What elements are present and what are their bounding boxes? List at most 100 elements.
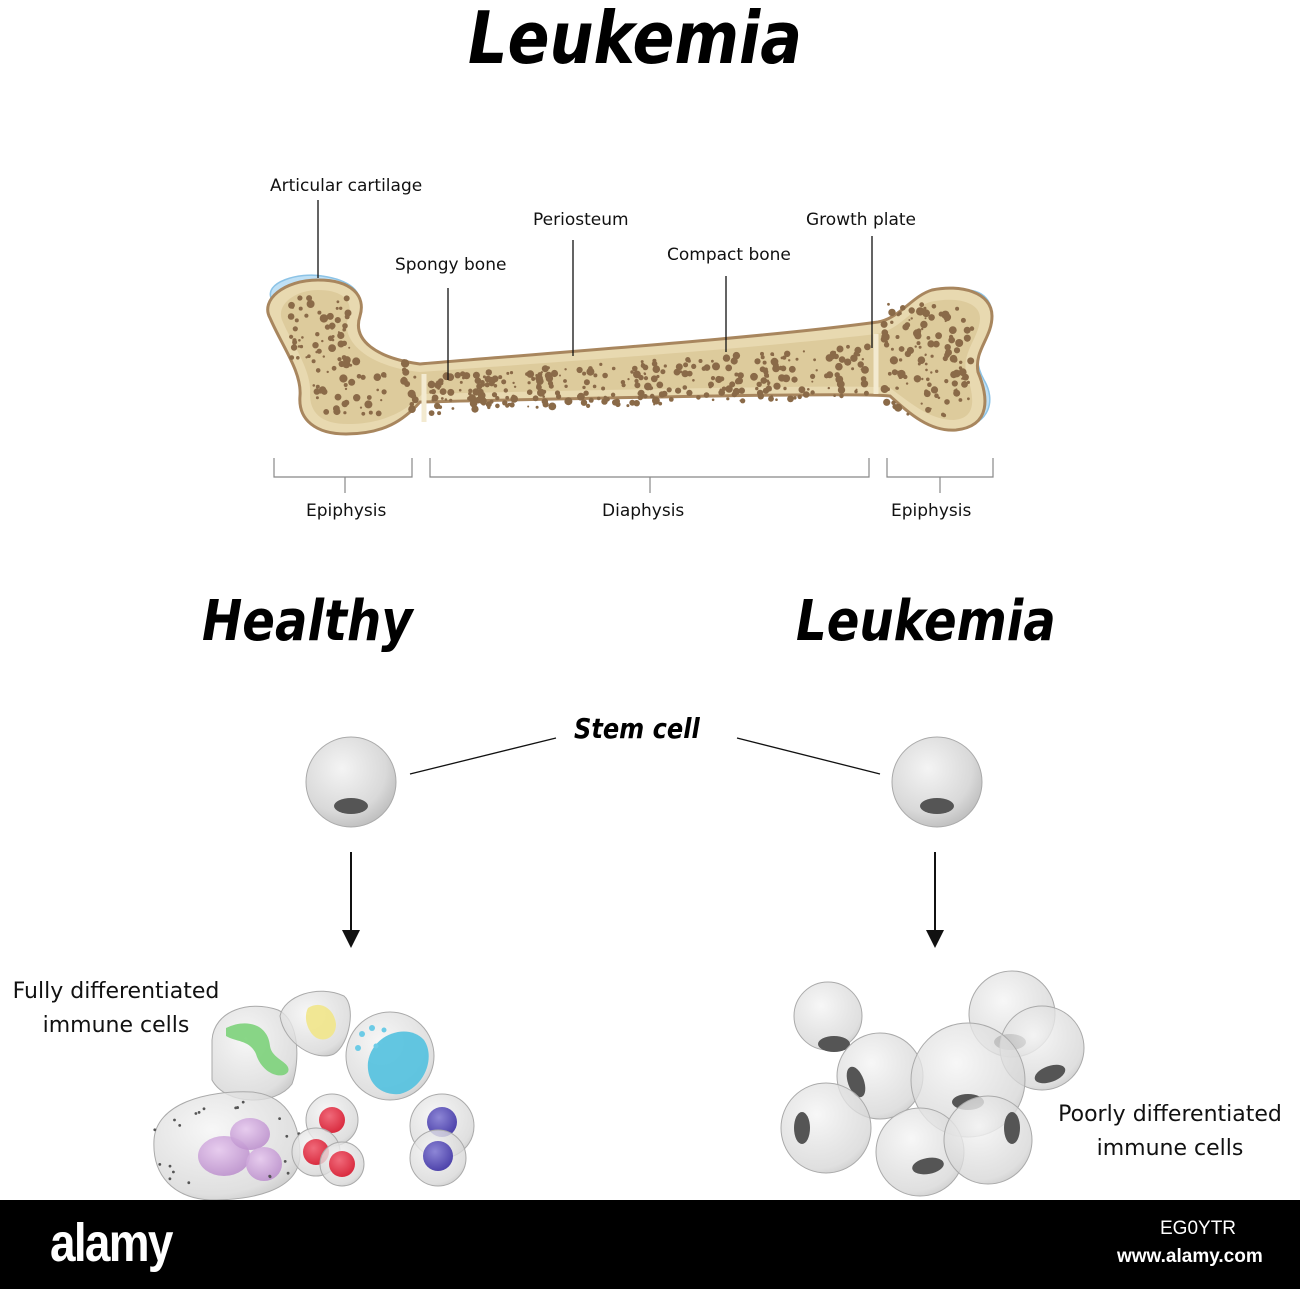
granule	[278, 1117, 281, 1120]
bone-pore	[312, 384, 316, 387]
healthy-result-line-1: Fully differentiated	[12, 979, 220, 1004]
bone-pore	[342, 327, 347, 332]
bone-pore	[722, 354, 731, 362]
bone-pore	[447, 388, 455, 396]
stem-cell-leader-lines	[409, 737, 881, 775]
bone-pore	[815, 369, 818, 372]
bone-pore	[323, 409, 330, 415]
bone-pore	[512, 381, 515, 385]
bone-pore	[582, 371, 587, 376]
bone-pore	[348, 346, 351, 349]
bone-pore	[643, 372, 647, 376]
bone-pore	[548, 383, 554, 389]
bone-pore	[890, 320, 894, 324]
bone-pore	[501, 379, 507, 385]
bone-pore	[908, 307, 915, 314]
yellow-cell	[279, 990, 351, 1057]
bone-pore	[708, 381, 714, 388]
bone-pore	[315, 350, 319, 354]
bone-pore	[811, 380, 814, 383]
bone-pore	[526, 389, 533, 396]
bone-pore	[592, 384, 597, 389]
bone-pore	[798, 386, 806, 394]
bone-pore	[827, 386, 830, 390]
granule	[197, 1111, 201, 1114]
bone-pore	[658, 391, 666, 398]
bone-pore	[658, 401, 663, 406]
bone-pore	[780, 365, 787, 372]
bone-pore	[883, 342, 890, 348]
bone-pore	[335, 306, 339, 310]
bone-pore	[923, 306, 927, 310]
bone-pore	[711, 398, 715, 402]
bone-pore	[312, 342, 319, 349]
bone-pore	[958, 368, 967, 376]
bone-pore	[898, 375, 903, 380]
bone-pore	[683, 362, 689, 368]
bone-pore	[833, 394, 836, 398]
healthy-arrow	[342, 852, 360, 948]
bone-pore	[760, 351, 764, 356]
granule	[172, 1170, 175, 1174]
bone-pore	[773, 382, 781, 390]
granule	[283, 1160, 287, 1163]
bone-pore	[733, 353, 739, 359]
granule	[268, 1175, 272, 1179]
bone-pore	[634, 378, 639, 384]
bone-pore	[826, 371, 834, 379]
bone-pore	[914, 332, 922, 340]
bone-pore	[439, 388, 447, 395]
bone-pore	[626, 404, 630, 408]
bone-pore	[344, 314, 350, 320]
bone-pore	[449, 398, 453, 402]
bone-pore	[317, 310, 322, 315]
healthy-title: Healthy	[202, 589, 413, 654]
bone-pore	[930, 371, 933, 374]
bone-pore	[945, 346, 950, 351]
bone-pore	[891, 369, 898, 376]
bone-pore	[782, 355, 787, 360]
bone-pore	[917, 362, 921, 366]
bone-pore	[731, 391, 738, 398]
bone-pore	[686, 391, 691, 396]
bone-pore	[967, 397, 970, 401]
blast-cell	[943, 1095, 1033, 1185]
bone-pore	[484, 382, 490, 388]
bone-pore	[437, 411, 442, 416]
bone-pore	[550, 369, 559, 378]
bone-pore	[737, 372, 744, 379]
bone-pore	[838, 356, 846, 363]
bone-pore	[289, 355, 295, 360]
bone-pore	[353, 394, 361, 402]
bone-pore	[775, 398, 778, 402]
bone-pore	[366, 395, 372, 400]
bone-pore	[788, 365, 796, 373]
bone-pore	[663, 364, 667, 368]
bone-pore	[944, 399, 950, 405]
bone-pore	[583, 379, 590, 386]
bone-pore	[513, 385, 517, 388]
label-diaphysis: Diaphysis	[602, 501, 685, 521]
bone-pore	[950, 371, 958, 379]
bone-pore	[491, 375, 499, 383]
bone-pore	[802, 350, 806, 353]
bone-pore	[910, 317, 913, 320]
bone-pore	[755, 386, 759, 391]
granule	[234, 1106, 238, 1110]
bone-pore	[458, 388, 462, 392]
bone-pore	[760, 355, 765, 360]
leukemia-result-line-1: Poorly differentiated	[1058, 1102, 1282, 1127]
bone-pore	[474, 377, 482, 385]
bone-pore	[535, 374, 539, 377]
bone-pore	[330, 326, 334, 330]
bone-pore	[715, 375, 723, 384]
bone-pore	[759, 366, 766, 373]
leukemia-arrow	[926, 852, 944, 948]
bone-pore	[356, 374, 362, 379]
bone-pore	[319, 314, 329, 323]
bone-pore	[942, 413, 947, 418]
bone-pore	[718, 389, 725, 396]
bone-pore	[407, 389, 416, 398]
bone-pore	[503, 388, 508, 393]
bone-pore	[955, 306, 960, 311]
